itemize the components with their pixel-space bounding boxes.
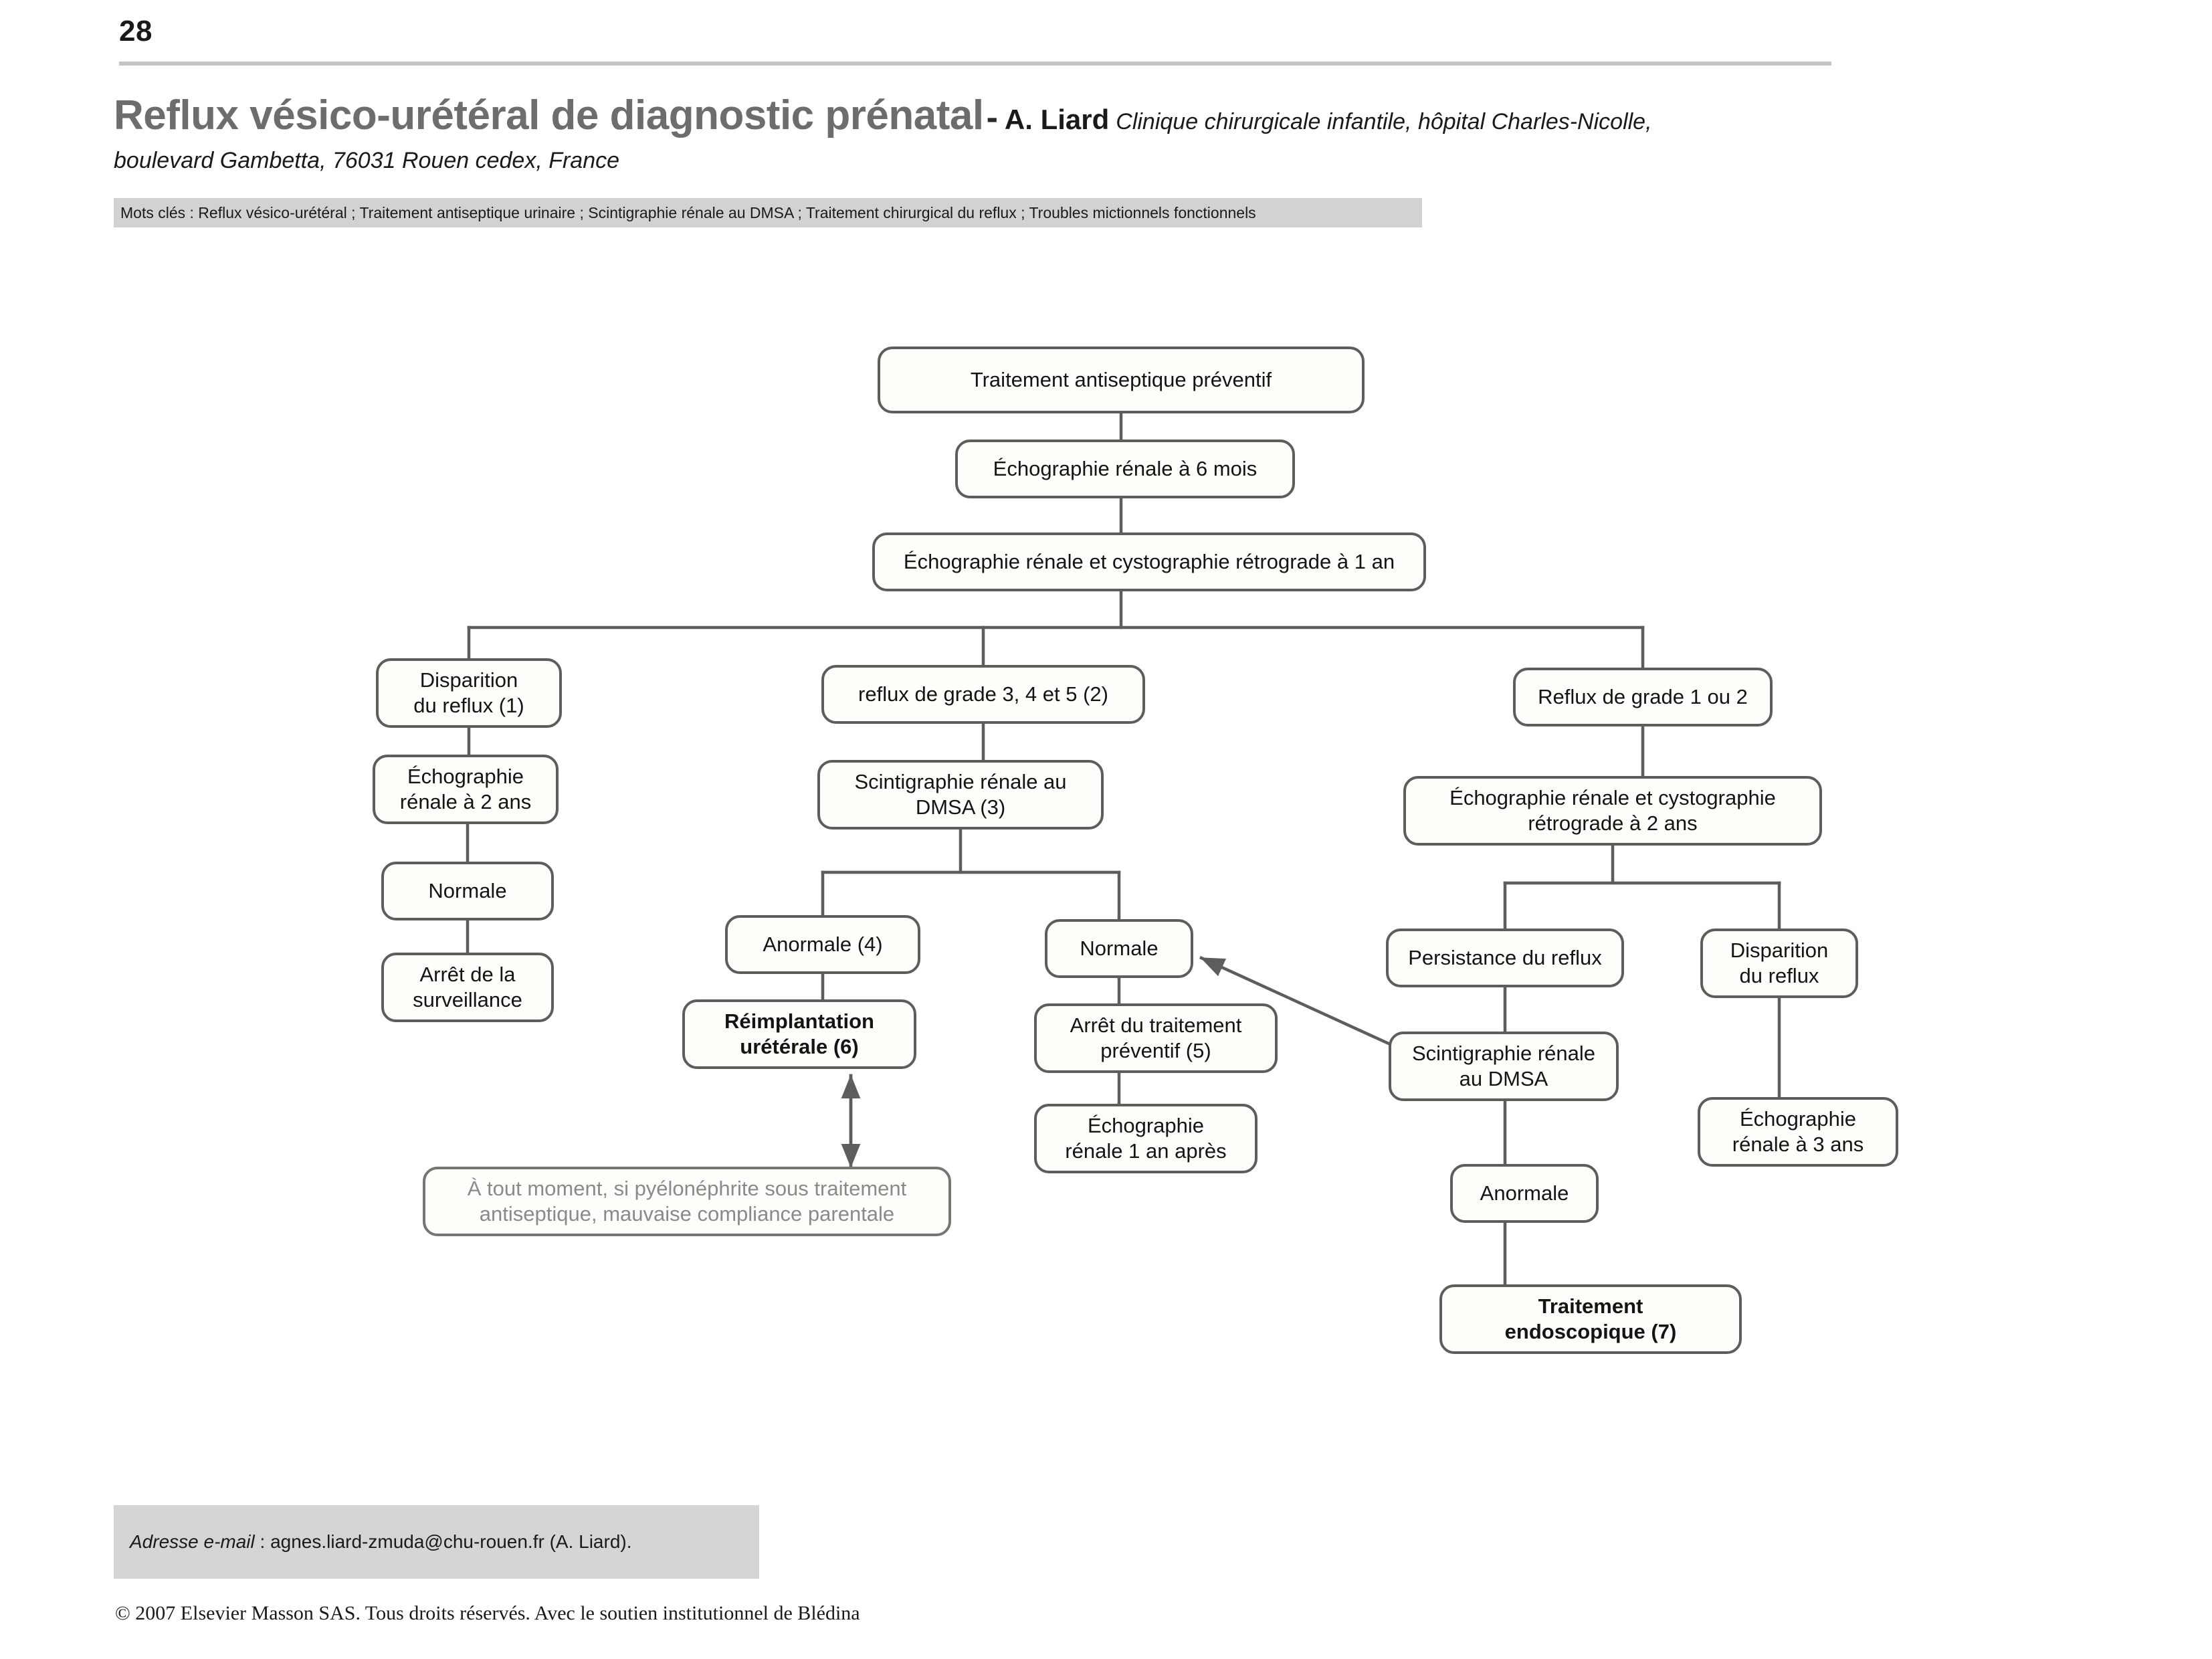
page-title: Reflux vésico-urétéral de diagnostic pré… [114,92,984,138]
email-band: Adresse e-mail : agnes.liard-zmuda@chu-r… [114,1505,759,1579]
copyright-line: © 2007 Elsevier Masson SAS. Tous droits … [115,1602,860,1624]
flow-node-normale-left[interactable]: Normale [381,862,554,920]
flow-node-anormale-4[interactable]: Anormale (4) [725,915,920,974]
flow-node-reflux-grade-1-ou-2[interactable]: Reflux de grade 1 ou 2 [1513,668,1773,726]
flow-node-echo-cysto-1-an[interactable]: Échographie rénale et cystographie rétro… [872,532,1426,591]
affiliation-line-1: Clinique chirurgicale infantile, hôpital… [1116,109,1652,134]
flow-node-reflux-grade-3-4-5[interactable]: reflux de grade 3, 4 et 5 (2) [821,665,1145,724]
header-divider [119,62,1831,66]
email-label: Adresse e-mail [130,1531,255,1552]
flow-node-echographie-6-mois[interactable]: Échographie rénale à 6 mois [955,440,1295,498]
title-dash: - [986,98,998,137]
affiliation-line-2: boulevard Gambetta, 76031 Rouen cedex, F… [114,148,620,174]
email-value: : agnes.liard-zmuda@chu-rouen.fr (A. Lia… [254,1531,632,1552]
flow-node-persistance-reflux[interactable]: Persistance du reflux [1386,929,1624,987]
page-number: 28 [119,15,153,47]
flow-node-note-pyelonephrite: À tout moment, si pyélonéphrite sous tra… [423,1167,951,1236]
author-name: A. Liard [1004,104,1110,135]
title-block: Reflux vésico-urétéral de diagnostic pré… [114,94,2120,174]
keywords-text: Mots clés : Reflux vésico-urétéral ; Tra… [120,203,1256,221]
flow-node-normale-middle[interactable]: Normale [1045,919,1193,978]
flow-node-anormale-right[interactable]: Anormale [1450,1164,1599,1223]
email-text: Adresse e-mail : agnes.liard-zmuda@chu-r… [114,1531,632,1553]
title-line: Reflux vésico-urétéral de diagnostic pré… [114,94,2120,137]
keywords-band: Mots clés : Reflux vésico-urétéral ; Tra… [114,198,1422,227]
flow-node-traitement-antiseptique-preventif[interactable]: Traitement antiseptique préventif [878,347,1365,413]
